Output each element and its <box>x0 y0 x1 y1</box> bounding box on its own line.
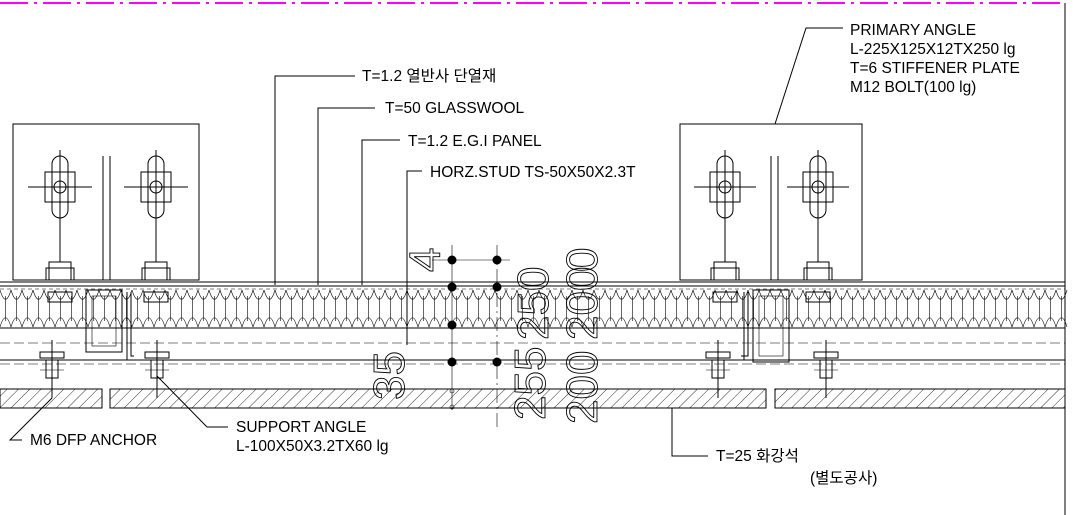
dim-top-small: 4 <box>401 248 450 272</box>
dimension-texts: 4 35 255 250 200 200 0 <box>365 247 608 424</box>
anchor-bolts <box>39 267 839 398</box>
label-support-angle-2: L-100X50X3.2TX60 lg <box>236 438 389 455</box>
dim-vertical-d: 200 <box>558 267 607 340</box>
label-stone-2: (별도공사) <box>810 469 877 487</box>
glasswool-layer <box>0 289 1068 329</box>
vertical-stud-left <box>85 289 134 361</box>
label-horz-stud: HORZ.STUD TS-50X50X2.3T <box>430 164 636 181</box>
granite-stone <box>0 388 1066 409</box>
label-primary-angle-3: T=6 STIFFENER PLATE <box>850 60 1020 77</box>
label-anchor: M6 DFP ANCHOR <box>30 432 157 449</box>
label-egi-panel: T=1.2 E.G.I PANEL <box>408 133 542 150</box>
label-primary-angle-1: PRIMARY ANGLE <box>850 22 976 39</box>
label-insulation-film: T=1.2 열반사 단열재 <box>362 67 496 85</box>
label-primary-angle-4: M12 BOLT(100 lg) <box>850 79 976 96</box>
label-stone-1: T=25 화강석 <box>716 447 799 465</box>
dim-vertical-b: 250 <box>509 267 558 340</box>
dimension-marks <box>432 245 510 430</box>
annotation-labels: T=1.2 열반사 단열재 T=50 GLASSWOOL T=1.2 E.G.I… <box>30 22 1020 487</box>
dim-vertical-e: 0 <box>558 248 607 272</box>
leader-lines <box>8 27 843 457</box>
primary-bracket-left <box>12 123 200 281</box>
vertical-stud-right <box>741 289 790 363</box>
stud-lines <box>0 342 1065 365</box>
label-primary-angle-2: L-225X125X12TX250 lg <box>850 41 1015 58</box>
egi-panel <box>0 281 1065 290</box>
dim-vertical-c: 200 <box>558 351 607 424</box>
dim-vertical-a: 255 <box>506 347 555 420</box>
label-support-angle-1: SUPPORT ANGLE <box>236 419 366 436</box>
label-glasswool: T=50 GLASSWOOL <box>385 100 525 117</box>
dim-left-small: 35 <box>365 351 414 400</box>
primary-bracket-right <box>679 123 863 281</box>
